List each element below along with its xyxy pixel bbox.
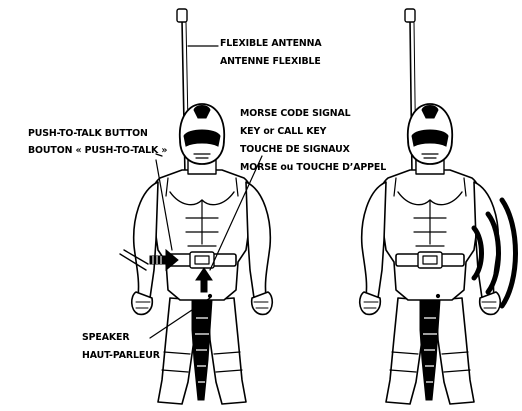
speaker-dot-left	[208, 294, 211, 297]
label-antenna-en: FLEXIBLE ANTENNA	[220, 38, 322, 49]
figure-right	[360, 9, 516, 404]
label-ptt-en: PUSH-TO-TALK BUTTON	[28, 128, 148, 139]
figure-left	[120, 9, 272, 404]
label-morse-line3: TOUCHE DE SIGNAUX	[240, 144, 351, 155]
label-morse-line2: KEY or CALL KEY	[240, 126, 327, 137]
label-speaker-en: SPEAKER	[82, 332, 130, 343]
label-speaker-fr: HAUT-PARLEUR	[82, 350, 161, 361]
speaker-dot-right	[436, 294, 439, 297]
label-antenna-fr: ANTENNE FLEXIBLE	[220, 56, 321, 67]
label-morse-line4: MORSE ou TOUCHE D’APPEL	[240, 162, 386, 173]
label-morse-line1: MORSE CODE SIGNAL	[240, 108, 351, 119]
label-ptt-fr: BOUTON « PUSH-TO-TALK »	[28, 145, 167, 156]
